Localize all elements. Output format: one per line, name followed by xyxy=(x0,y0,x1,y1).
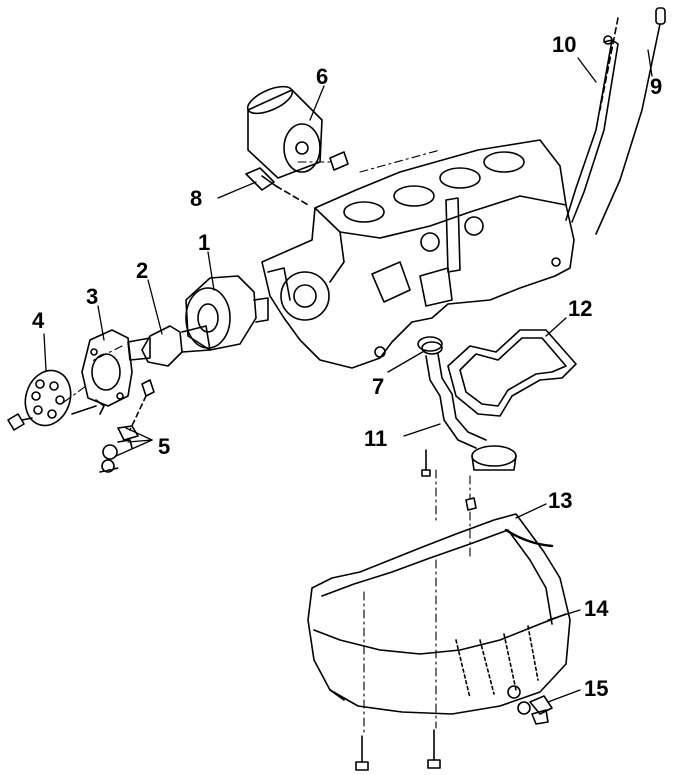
label-5: 5 xyxy=(158,434,171,459)
oil-pickup-strainer xyxy=(421,341,517,477)
label-1: 1 xyxy=(198,230,211,255)
pan-bolts xyxy=(355,497,477,771)
oil-pan-gasket xyxy=(447,329,577,417)
label-11: 11 xyxy=(364,426,388,451)
oil-pump-body xyxy=(185,275,269,351)
engine-block xyxy=(261,139,575,369)
fasteners-and-valve-parts xyxy=(7,379,155,473)
label-12: 12 xyxy=(568,296,593,321)
label-4: 4 xyxy=(32,308,45,333)
label-13: 13 xyxy=(548,488,573,513)
oil-pan xyxy=(307,513,571,715)
pickup-gasket xyxy=(417,336,443,352)
pump-rotor xyxy=(127,325,211,367)
oil-pressure-switch xyxy=(245,167,311,207)
label-2: 2 xyxy=(136,258,149,283)
leader-lines xyxy=(43,49,653,703)
cover-plate xyxy=(24,369,72,427)
label-7: 7 xyxy=(372,374,385,399)
label-9: 9 xyxy=(650,74,663,99)
label-15: 15 xyxy=(584,676,609,701)
dipstick-tube xyxy=(565,35,619,223)
label-3: 3 xyxy=(86,284,99,309)
oil-filter xyxy=(246,85,349,179)
assembly-lines xyxy=(63,149,471,735)
label-10: 10 xyxy=(552,32,577,57)
drain-plug xyxy=(517,695,553,725)
pump-cover xyxy=(81,329,133,407)
label-14: 14 xyxy=(584,596,609,621)
label-6: 6 xyxy=(316,64,329,89)
oil-pan-seal xyxy=(504,528,554,548)
label-8: 8 xyxy=(190,186,203,211)
